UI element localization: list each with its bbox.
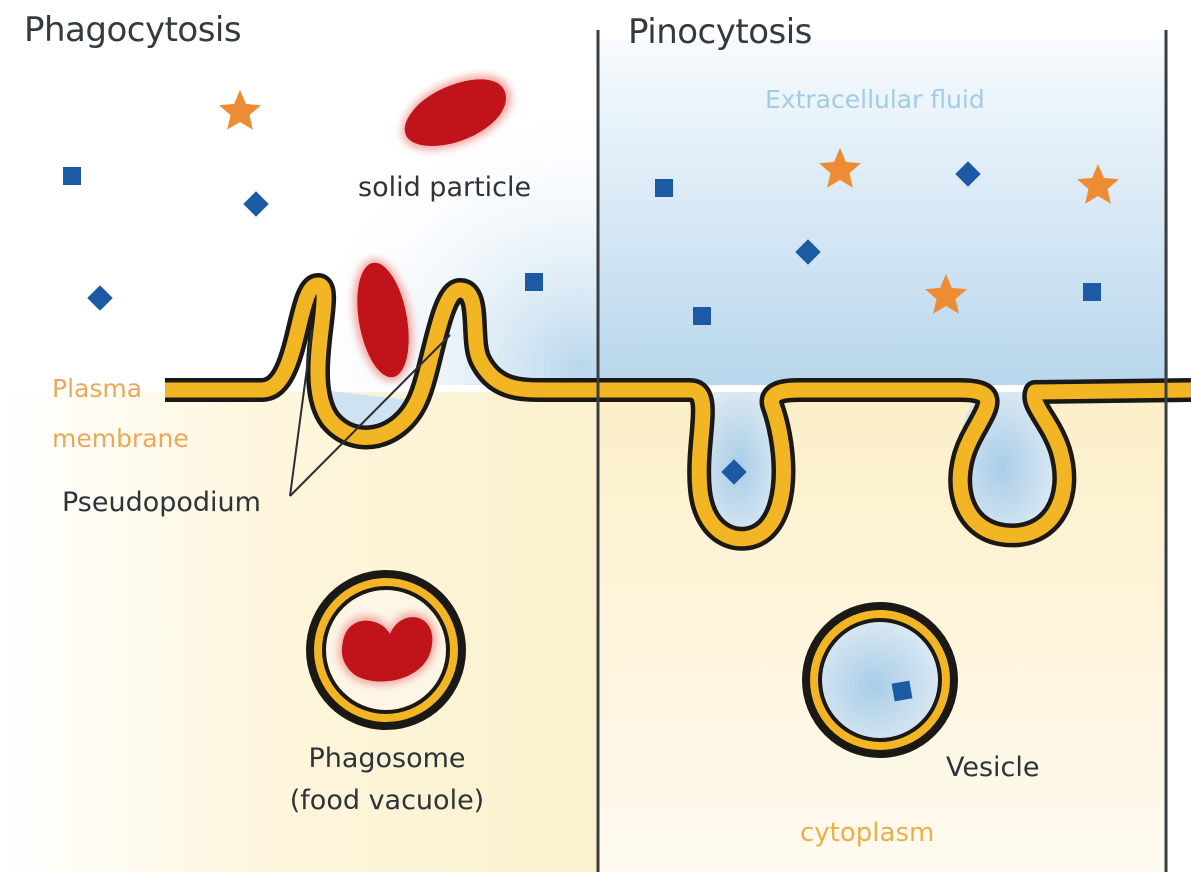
panel-title-phagocytosis: Phagocytosis — [24, 10, 241, 50]
label-plasma-line1: Plasma — [52, 374, 142, 403]
phagosome — [306, 570, 466, 730]
label-phagosome: Phagosome (food vacuole) — [282, 738, 492, 822]
label-pseudopodium: Pseudopodium — [62, 487, 261, 518]
square-molecule-icon — [655, 179, 673, 197]
label-phagosome-line1: Phagosome — [282, 738, 492, 780]
vesicle — [802, 602, 958, 758]
label-solid-particle: solid particle — [358, 172, 531, 203]
label-plasma-line2: membrane — [52, 424, 189, 453]
square-molecule-icon — [63, 167, 81, 185]
square-molecule-icon — [1083, 283, 1101, 301]
square-molecule-icon — [693, 307, 711, 325]
label-phagosome-line2: (food vacuole) — [282, 780, 492, 822]
square-molecule-icon — [525, 273, 543, 291]
diamond-molecule-icon — [87, 285, 112, 310]
label-vesicle: Vesicle — [946, 752, 1040, 783]
label-extracellular-fluid: Extracellular fluid — [765, 85, 985, 114]
panel-title-pinocytosis: Pinocytosis — [628, 12, 812, 52]
label-cytoplasm: cytoplasm — [800, 818, 934, 848]
